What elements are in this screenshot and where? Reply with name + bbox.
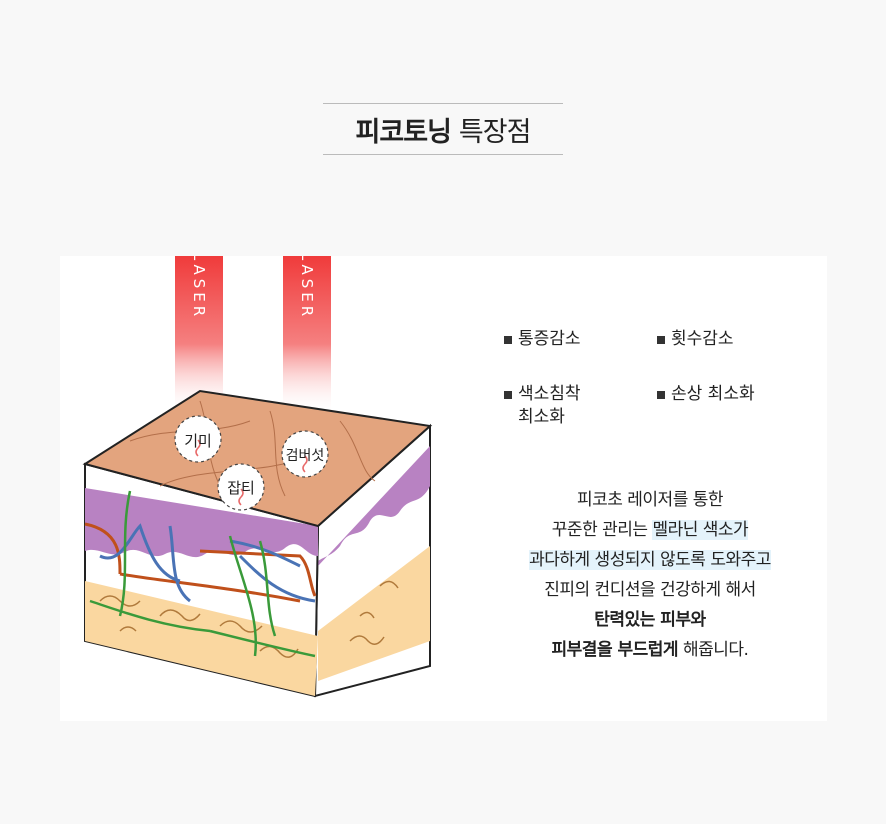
spot-circle-1 <box>174 415 222 463</box>
laser-label-2: LASER <box>298 256 316 320</box>
benefit-text: 색소침착 최소화 <box>518 384 581 427</box>
benefit-text: 손상 최소화 <box>671 384 755 404</box>
benefit-text: 통증감소 <box>518 329 581 349</box>
feature-panel: LASER LASER 기미 검버섯 잡티 통증감소 횟수감소 색소 <box>60 256 827 721</box>
benefit-item: 손상 최소화 <box>657 383 755 406</box>
desc-line-3: 과다하게 생성되지 않도록 도와주고 <box>529 550 771 570</box>
desc-line-4: 진피의 컨디션을 건강하게 해서 <box>544 580 756 600</box>
desc-line-1: 피코초 레이저를 통한 <box>576 490 724 510</box>
spot-circle-2 <box>281 430 329 478</box>
laser-beam-2 <box>283 256 331 416</box>
section-title: 피코토닝 특장점 <box>323 103 563 155</box>
desc-line-6: 피부결을 부드럽게 해줍니다. <box>551 640 749 660</box>
title-light: 특장점 <box>458 116 532 148</box>
benefit-text: 횟수감소 <box>671 329 734 349</box>
spot-circle-3 <box>217 463 265 511</box>
description: 피코초 레이저를 통한 꾸준한 관리는 멜라닌 색소가 과다하게 생성되지 않도… <box>495 485 805 665</box>
spot-label-2: 검버섯 <box>286 448 325 464</box>
spot-label-3: 잡티 <box>227 479 255 497</box>
laser-label-1: LASER <box>190 256 208 320</box>
benefit-item: 통증감소 <box>504 328 581 351</box>
skin-layer-illustration: LASER LASER 기미 검버섯 잡티 <box>82 256 433 698</box>
laser-beam-1 <box>175 256 223 416</box>
title-bold: 피코토닝 <box>355 116 452 148</box>
desc-line-5: 탄력있는 피부와 <box>594 610 706 630</box>
desc-line-2: 꾸준한 관리는 멜라닌 색소가 <box>551 520 749 540</box>
benefit-item: 횟수감소 <box>657 328 734 351</box>
benefit-item: 색소침착 최소화 <box>504 383 624 429</box>
spot-label-1: 기미 <box>184 432 212 450</box>
benefit-list: 통증감소 횟수감소 색소침착 최소화 손상 최소화 <box>504 328 804 438</box>
